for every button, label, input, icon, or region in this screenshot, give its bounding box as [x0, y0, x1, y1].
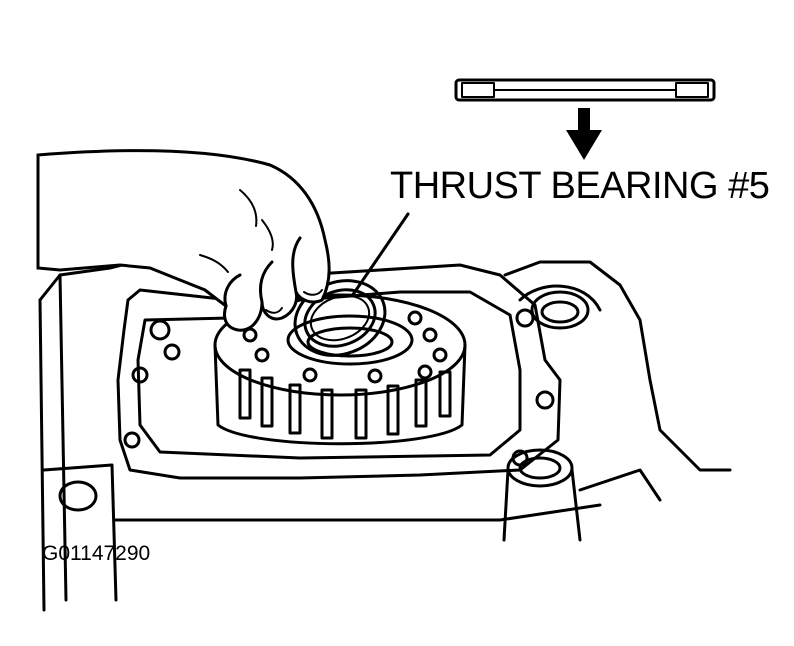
clutch-drum	[213, 293, 467, 446]
figure-code: G01147290	[42, 542, 151, 565]
thrust-bearing-callout-label: THRUST BEARING #5	[390, 165, 770, 207]
down-arrow-icon	[566, 108, 602, 160]
bearing-location-icon	[454, 78, 716, 102]
technician-hand	[36, 149, 331, 332]
